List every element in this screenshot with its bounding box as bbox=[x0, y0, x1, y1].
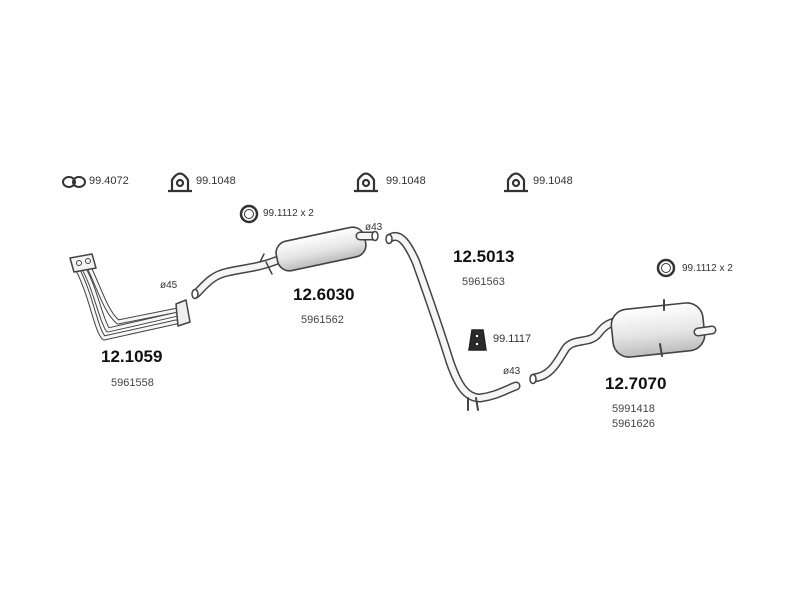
diameter-label-middle: ø43 bbox=[365, 222, 383, 233]
u-clamp-icon bbox=[168, 172, 192, 193]
sealing-ring-label-2: 99.1112 x 2 bbox=[682, 263, 733, 274]
part-number-12-1059: 12.1059 bbox=[101, 347, 163, 366]
part-number-12-5013: 12.5013 bbox=[453, 247, 515, 266]
u-clamp-icon bbox=[504, 172, 528, 193]
u-clamp-icon bbox=[354, 172, 378, 193]
double-ring-gasket-icon bbox=[62, 176, 86, 188]
accessory-code-clamp-2: 99.1048 bbox=[386, 175, 426, 187]
diameter-label-long: ø43 bbox=[503, 366, 521, 377]
hanger-label: 99.1117 bbox=[493, 333, 532, 345]
diameter-label-front: ø45 bbox=[160, 280, 178, 291]
sealing-ring-label-1: 99.1112 x 2 bbox=[263, 208, 314, 219]
accessory-code-clamp-1: 99.1048 bbox=[196, 175, 236, 187]
rear-muffler-12-7070 bbox=[529, 299, 717, 385]
accessory-code-gasket: 99.4072 bbox=[89, 175, 129, 187]
part-number-12-6030: 12.6030 bbox=[293, 285, 355, 304]
sealing-ring-icon bbox=[656, 258, 676, 278]
oem-number-12-5013: 5961563 bbox=[462, 276, 505, 288]
accessory-code-clamp-3: 99.1048 bbox=[533, 175, 573, 187]
long-pipe-12-5013 bbox=[385, 232, 521, 411]
sealing-ring-icon bbox=[239, 204, 259, 224]
front-pipe-12-1059 bbox=[69, 253, 191, 341]
oem-number-12-1059: 5961558 bbox=[111, 377, 154, 389]
oem-number-12-7070-b: 5961626 bbox=[612, 418, 655, 430]
part-number-12-7070: 12.7070 bbox=[605, 374, 667, 393]
oem-number-12-7070-a: 5991418 bbox=[612, 403, 655, 415]
rubber-hanger-icon bbox=[468, 329, 487, 351]
middle-pipe-12-6030 bbox=[191, 226, 379, 300]
oem-number-12-6030: 5961562 bbox=[301, 314, 344, 326]
